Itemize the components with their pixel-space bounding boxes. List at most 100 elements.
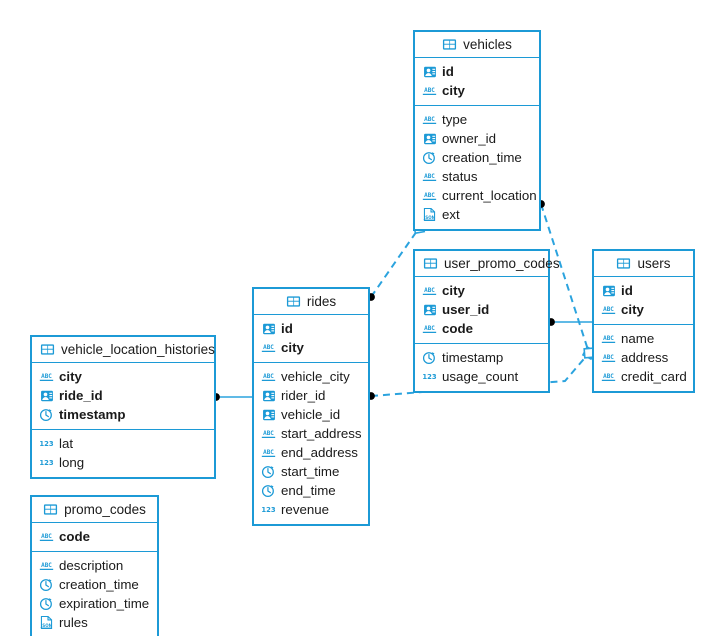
clock-icon: [422, 150, 437, 165]
svg-text:ABC: ABC: [263, 344, 274, 351]
clock-icon: [261, 483, 276, 498]
field-owner_id[interactable]: owner_id: [415, 129, 539, 148]
field-label: description: [59, 557, 124, 573]
table-icon: [40, 342, 55, 357]
field-label: vehicle_id: [281, 406, 341, 422]
entity-name: user_promo_codes: [444, 256, 560, 271]
field-creation_time[interactable]: creation_time: [32, 575, 157, 594]
field-label: timestamp: [59, 406, 126, 422]
entity-name: rides: [306, 294, 337, 309]
field-end_time[interactable]: end_time: [254, 481, 368, 500]
field-label: ride_id: [59, 387, 103, 403]
clock-icon: [39, 577, 54, 592]
abc-icon: ABC: [39, 529, 54, 544]
abc-icon: ABC: [422, 112, 437, 127]
abc-icon: ABC: [601, 369, 616, 384]
entity-header-vehicles[interactable]: vehicles: [415, 32, 539, 58]
field-code[interactable]: ABC code: [32, 527, 157, 546]
field-code[interactable]: ABC code: [415, 319, 548, 338]
field-vehicle_id[interactable]: vehicle_id: [254, 405, 368, 424]
field-start_time[interactable]: start_time: [254, 462, 368, 481]
abc-icon: ABC: [422, 188, 437, 203]
abc-icon: ABC: [261, 340, 276, 355]
svg-text:ABC: ABC: [424, 325, 435, 332]
entity-header-user_promo_codes[interactable]: user_promo_codes: [415, 251, 560, 277]
key-icon: [261, 388, 276, 403]
field-rules[interactable]: JSON rules: [32, 613, 157, 632]
field-ride_id[interactable]: ride_id: [32, 386, 214, 405]
field-timestamp[interactable]: timestamp: [32, 405, 214, 424]
entity-header-users[interactable]: users: [594, 251, 693, 277]
field-user_id[interactable]: user_id: [415, 300, 548, 319]
field-label: code: [442, 320, 474, 336]
json-icon: JSON: [39, 615, 54, 630]
field-label: user_id: [442, 301, 490, 317]
table-icon: [286, 294, 301, 309]
field-label: start_address: [281, 425, 362, 441]
field-label: id: [621, 282, 633, 298]
field-label: rules: [59, 614, 88, 630]
entity-name: users: [637, 256, 671, 271]
number-icon: 123: [261, 502, 276, 517]
abc-icon: ABC: [601, 302, 616, 317]
field-label: creation_time: [442, 149, 522, 165]
clock-icon: [261, 464, 276, 479]
field-label: long: [59, 454, 85, 470]
field-id[interactable]: id: [254, 319, 368, 338]
field-label: expiration_time: [59, 595, 150, 611]
field-creation_time[interactable]: creation_time: [415, 148, 539, 167]
abc-icon: ABC: [422, 83, 437, 98]
field-label: ext: [442, 206, 460, 222]
entity-header-vehicle_location_histories[interactable]: vehicle_location_histories: [32, 337, 215, 363]
svg-text:ABC: ABC: [603, 306, 614, 313]
field-expiration_time[interactable]: expiration_time: [32, 594, 157, 613]
field-id[interactable]: id: [594, 281, 693, 300]
entity-name: vehicles: [463, 37, 512, 52]
entity-name: promo_codes: [64, 502, 146, 517]
field-label: end_time: [281, 482, 336, 498]
key-icon: [422, 131, 437, 146]
svg-text:ABC: ABC: [263, 373, 274, 380]
svg-text:ABC: ABC: [603, 354, 614, 361]
field-id[interactable]: id: [415, 62, 539, 81]
field-label: code: [59, 528, 91, 544]
svg-text:ABC: ABC: [41, 533, 52, 540]
field-rider_id[interactable]: rider_id: [254, 386, 368, 405]
clock-icon: [422, 350, 437, 365]
field-timestamp[interactable]: timestamp: [415, 348, 548, 367]
clock-icon: [39, 596, 54, 611]
entity-header-rides[interactable]: rides: [254, 289, 368, 315]
entity-header-promo_codes[interactable]: promo_codes: [32, 497, 157, 523]
svg-text:ABC: ABC: [424, 87, 435, 94]
